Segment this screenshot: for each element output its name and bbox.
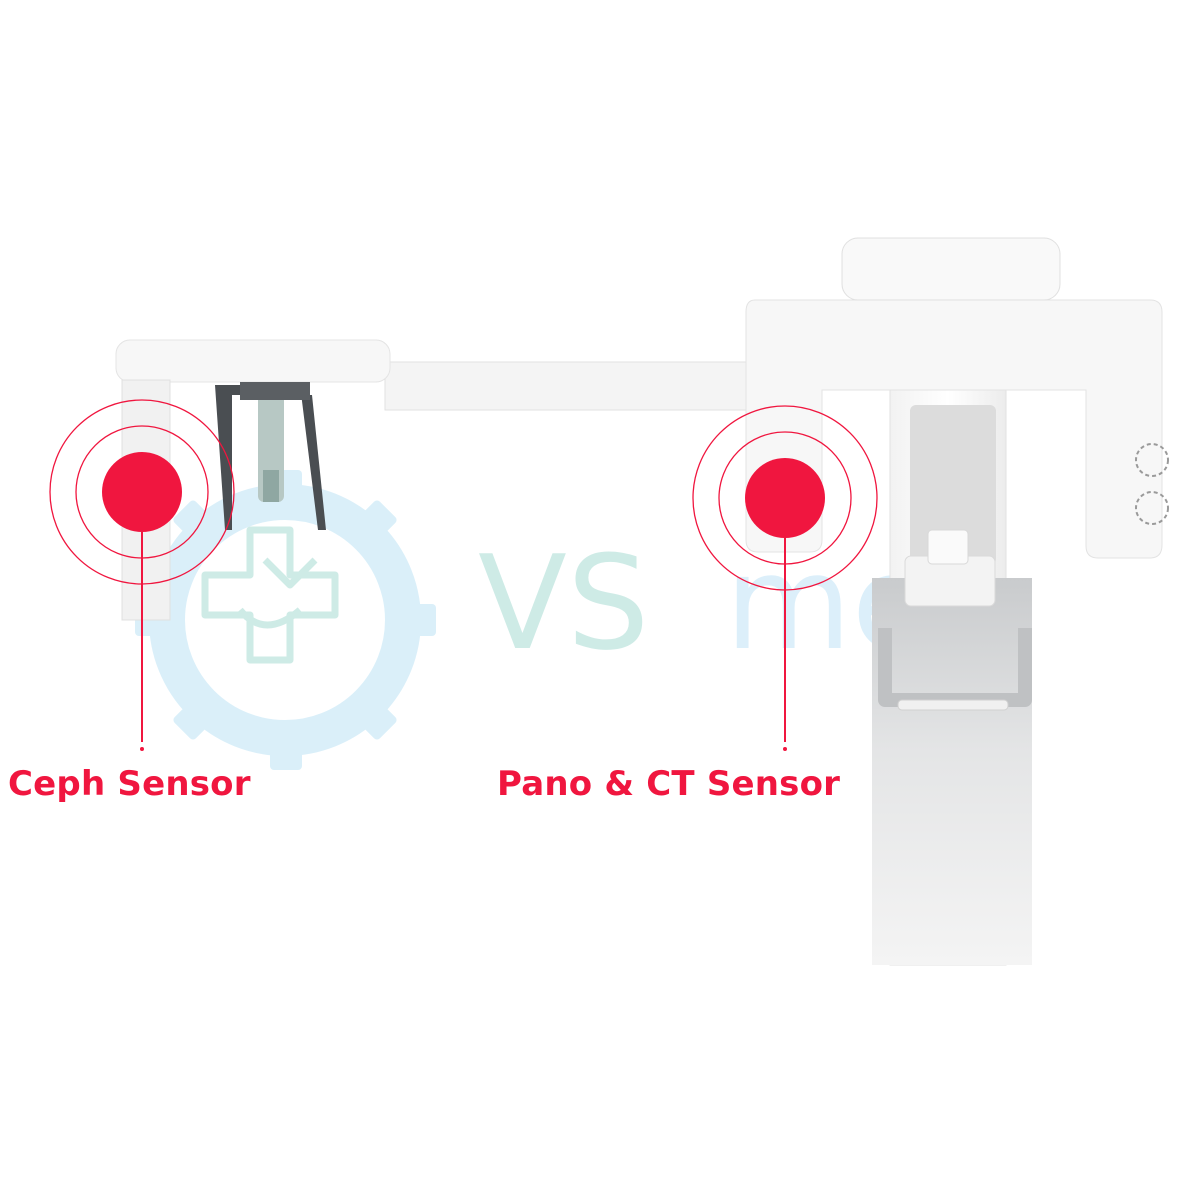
rotating-arm	[745, 299, 1163, 559]
pano-ct-sensor-label: Pano & CT Sensor	[497, 764, 841, 804]
ear-rod-assembly	[215, 382, 326, 530]
ceph-head-top	[115, 339, 391, 383]
column-panel	[910, 405, 996, 565]
ceph-arm	[384, 361, 766, 411]
gear-logo-icon	[135, 470, 436, 770]
callout-pano	[692, 405, 878, 751]
callout-ceph	[49, 399, 235, 751]
button-ring-top-icon	[1135, 443, 1169, 477]
sensor-marker-dot	[102, 452, 182, 532]
button-ring-bottom-icon	[1135, 491, 1169, 525]
watermark-word-left: VS	[478, 527, 649, 679]
ceph-sensor-label: Ceph Sensor	[8, 764, 251, 804]
control-buttons	[1135, 443, 1169, 525]
xray-unit	[115, 237, 1169, 966]
generator-cap	[841, 237, 1061, 301]
bite-block	[927, 529, 969, 565]
sensor-marker-dot	[745, 458, 825, 538]
column-lower	[872, 578, 1032, 965]
